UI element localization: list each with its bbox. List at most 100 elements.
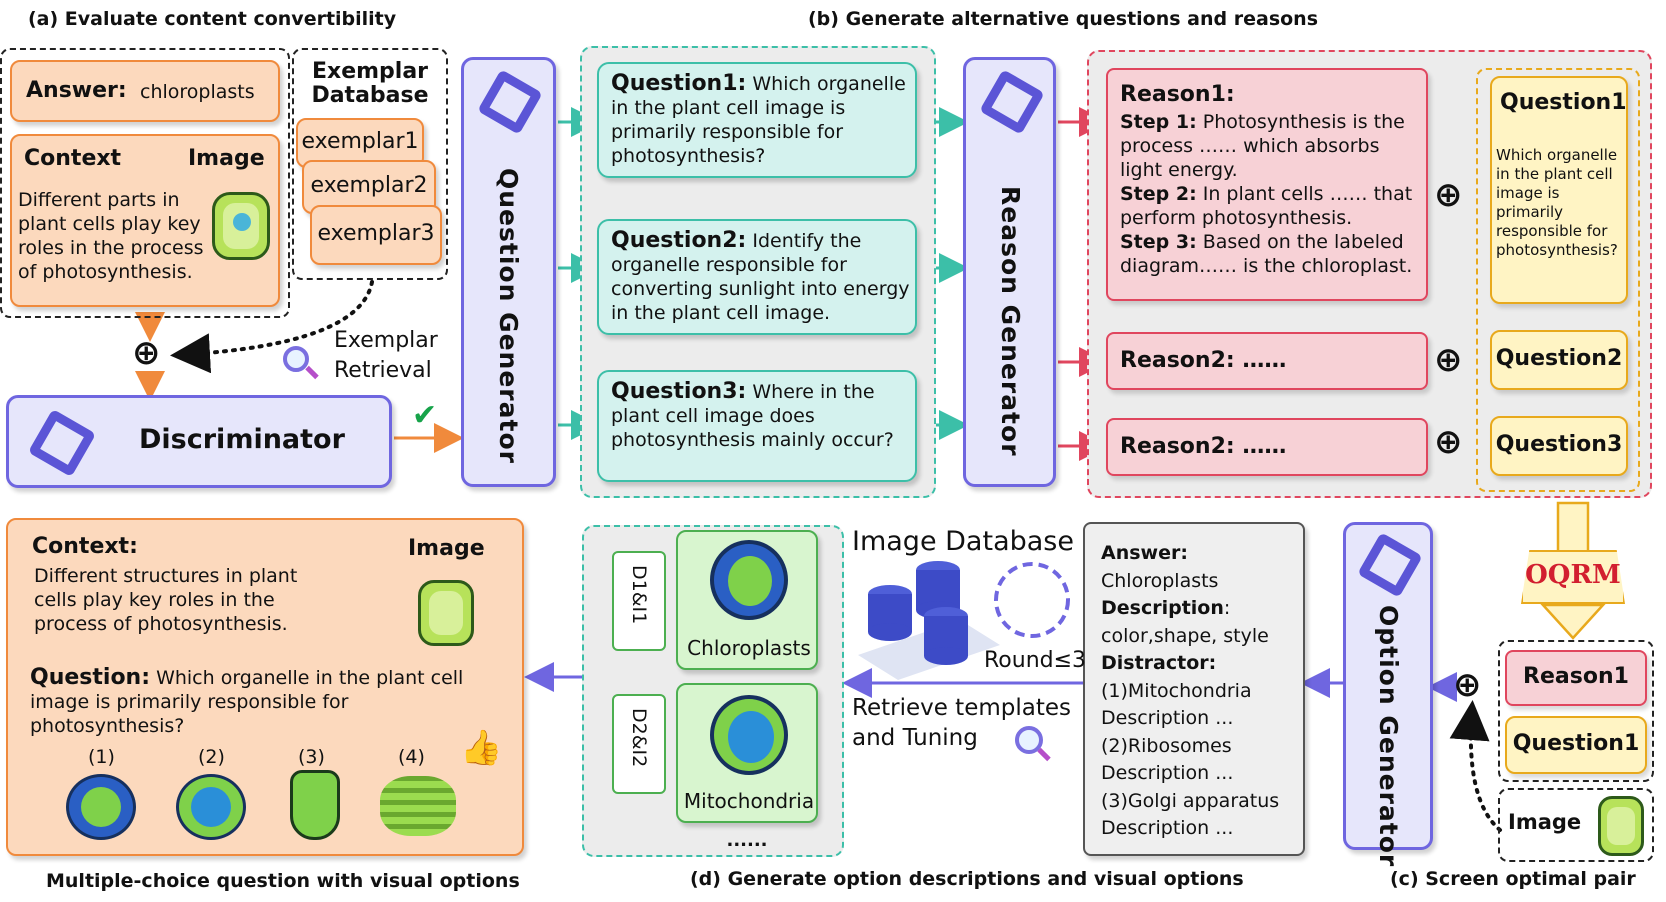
chloroplast-icon — [710, 540, 788, 620]
optimal-question-card: Question1 — [1505, 716, 1647, 774]
context-box: Context Image Different parts in plant c… — [10, 134, 280, 307]
tag-d2-i2-label: D2&I2 — [628, 708, 650, 768]
combine-icon-r2: ⊕ — [1434, 340, 1463, 380]
check-icon: ✔ — [412, 398, 438, 433]
discriminator-label: Discriminator — [139, 424, 345, 455]
retrieve-tuning-label: Retrieve templates and Tuning — [852, 695, 1071, 751]
model-logo-icon — [477, 69, 543, 135]
answer-label: Answer: — [26, 78, 127, 103]
mcq-option-3-label: (3) — [298, 746, 325, 768]
option-generator-block: Option Generator — [1343, 522, 1433, 867]
reason-3-label: Reason2: …… — [1120, 434, 1287, 459]
option-generator-label: Option Generator — [1374, 605, 1403, 868]
question-generator-block: Question Generator — [461, 57, 556, 487]
mcq-question-text: Which organelle in the plant cell image … — [30, 667, 464, 737]
question-2-label: Question2: — [611, 228, 747, 253]
caption-mcq: Multiple-choice question with visual opt… — [46, 870, 520, 892]
question-1-body: Which organelle in the plant cell image … — [611, 73, 906, 167]
option-description-text: Answer: Chloroplasts Description: color,… — [1101, 540, 1301, 843]
od-distractor-2: (2)Ribosomes — [1101, 734, 1232, 757]
q1-candidate-title: Question1 — [1500, 90, 1627, 115]
question-candidates-frame — [1476, 68, 1640, 492]
context-text: Different parts in plant cells play key … — [18, 189, 204, 283]
more-items-ellipsis: ...... — [726, 830, 768, 851]
question-3-candidate: Question3 — [1490, 416, 1628, 476]
combine-icon-c: ⊕ — [1453, 665, 1482, 705]
reason-1-step-1: Step 1: Photosynthesis is the process ……… — [1120, 111, 1405, 181]
od-distractor-label: Distractor: — [1101, 652, 1217, 674]
mcq-context-label: Context: — [32, 534, 138, 559]
image-label: Image — [188, 146, 265, 171]
caption-c: (c) Screen optimal pair — [1390, 868, 1636, 890]
od-description-value: color,shape, style — [1101, 624, 1269, 647]
mcq-image-label: Image — [408, 536, 485, 561]
database-icon — [858, 561, 1000, 680]
reason-1-step-3: Step 3: Based on the labeled diagram…… i… — [1120, 231, 1413, 277]
reason-2-card: Reason2: …… — [1106, 332, 1428, 390]
od-answer-value: Chloroplasts — [1101, 569, 1219, 592]
question-3-text: Question3: Where in the plant cell image… — [611, 380, 911, 452]
arrow-image-to-plus — [1449, 700, 1502, 832]
mcq-question: Question: Which organelle in the plant c… — [30, 666, 480, 738]
q2-candidate-title: Question2 — [1495, 346, 1623, 371]
mitochondria-card: Mitochondria — [676, 683, 818, 823]
exemplar-retrieval-label: Exemplar Retrieval — [334, 328, 438, 383]
reason-3-card: Reason2: …… — [1106, 418, 1428, 476]
golgi-option-icon[interactable] — [380, 776, 456, 836]
optimal-reason-card: Reason1 — [1505, 650, 1647, 706]
mcq-option-1-label: (1) — [88, 746, 115, 768]
question-card-3: Question3: Where in the plant cell image… — [597, 370, 917, 482]
question-1-text: Question1: Which organelle in the plant … — [611, 72, 911, 168]
reason-generator-block: Reason Generator — [963, 57, 1056, 487]
question-2-text: Question2: Identify the organelle respon… — [611, 229, 911, 325]
mcq-output-card: Context: Image Different structures in p… — [6, 518, 524, 856]
reason-generator-label: Reason Generator — [996, 186, 1025, 457]
model-logo-icon — [979, 69, 1045, 135]
oqrm-label: OQRM — [1525, 560, 1621, 590]
mitochondria-option-icon[interactable] — [176, 774, 246, 840]
od-distractor-2-desc: Description ... — [1101, 762, 1234, 784]
question-generator-label: Question Generator — [494, 168, 523, 464]
discriminator-block: Discriminator — [6, 395, 392, 488]
combine-icon-r1: ⊕ — [1434, 175, 1463, 215]
mcq-context-text: Different structures in plant cells play… — [34, 565, 298, 635]
q1-candidate-text: Which organelle in the plant cell image … — [1496, 146, 1618, 259]
q3-candidate-title: Question3 — [1495, 432, 1623, 457]
exemplar-card-3: exemplar3 — [310, 205, 442, 265]
mcq-option-2-label: (2) — [198, 746, 225, 768]
ribosome-option-icon[interactable] — [290, 770, 340, 840]
caption-d: (d) Generate option descriptions and vis… — [690, 868, 1244, 890]
od-distractor-1: (1)Mitochondria — [1101, 679, 1252, 702]
mcq-question-label: Question: — [30, 665, 151, 690]
plant-cell-icon — [212, 192, 270, 260]
reason-1-step-2: Step 2: In plant cells …… that perform p… — [1120, 183, 1413, 229]
reason-1-label: Reason1: — [1120, 82, 1235, 107]
reason-1-card: Reason1: Step 1: Photosynthesis is the p… — [1106, 68, 1428, 301]
optimal-question-label: Question1 — [1512, 731, 1640, 756]
od-distractor-1-desc: Description ... — [1101, 707, 1234, 729]
exemplar-card-1: exemplar1 — [296, 118, 424, 168]
plant-cell-icon — [1598, 796, 1644, 856]
combine-icon-a: ⊕ — [132, 333, 161, 373]
mcq-option-4-label: (4) — [398, 746, 425, 768]
answer-value: chloroplasts — [140, 81, 255, 103]
tag-d1-i1: D1&I1 — [612, 551, 666, 651]
optimal-pair-frame — [1498, 640, 1654, 782]
question-2-candidate: Question2 — [1490, 330, 1628, 390]
image-input-frame: Image — [1498, 788, 1654, 862]
magnifier-icon — [283, 346, 321, 384]
oqrm-badge — [1521, 550, 1625, 604]
exemplar-database-title: Exemplar Database — [311, 59, 429, 108]
oqrm-arrow-head — [1540, 603, 1606, 640]
arrow-exemplar-retrieval — [170, 280, 374, 374]
exemplar-database-frame — [292, 48, 448, 280]
model-logo-icon — [1357, 532, 1423, 598]
chloroplast-label: Chloroplasts — [687, 636, 811, 660]
od-distractor-3-desc: Description ... — [1101, 817, 1234, 839]
plant-cell-icon — [418, 580, 474, 646]
image-database-label: Image Database — [852, 526, 1074, 557]
tag-d2-i2: D2&I2 — [612, 694, 666, 794]
image-input-label: Image — [1508, 810, 1582, 834]
round-label: Round≤3 — [984, 648, 1087, 673]
chloroplast-option-icon[interactable] — [66, 774, 136, 840]
